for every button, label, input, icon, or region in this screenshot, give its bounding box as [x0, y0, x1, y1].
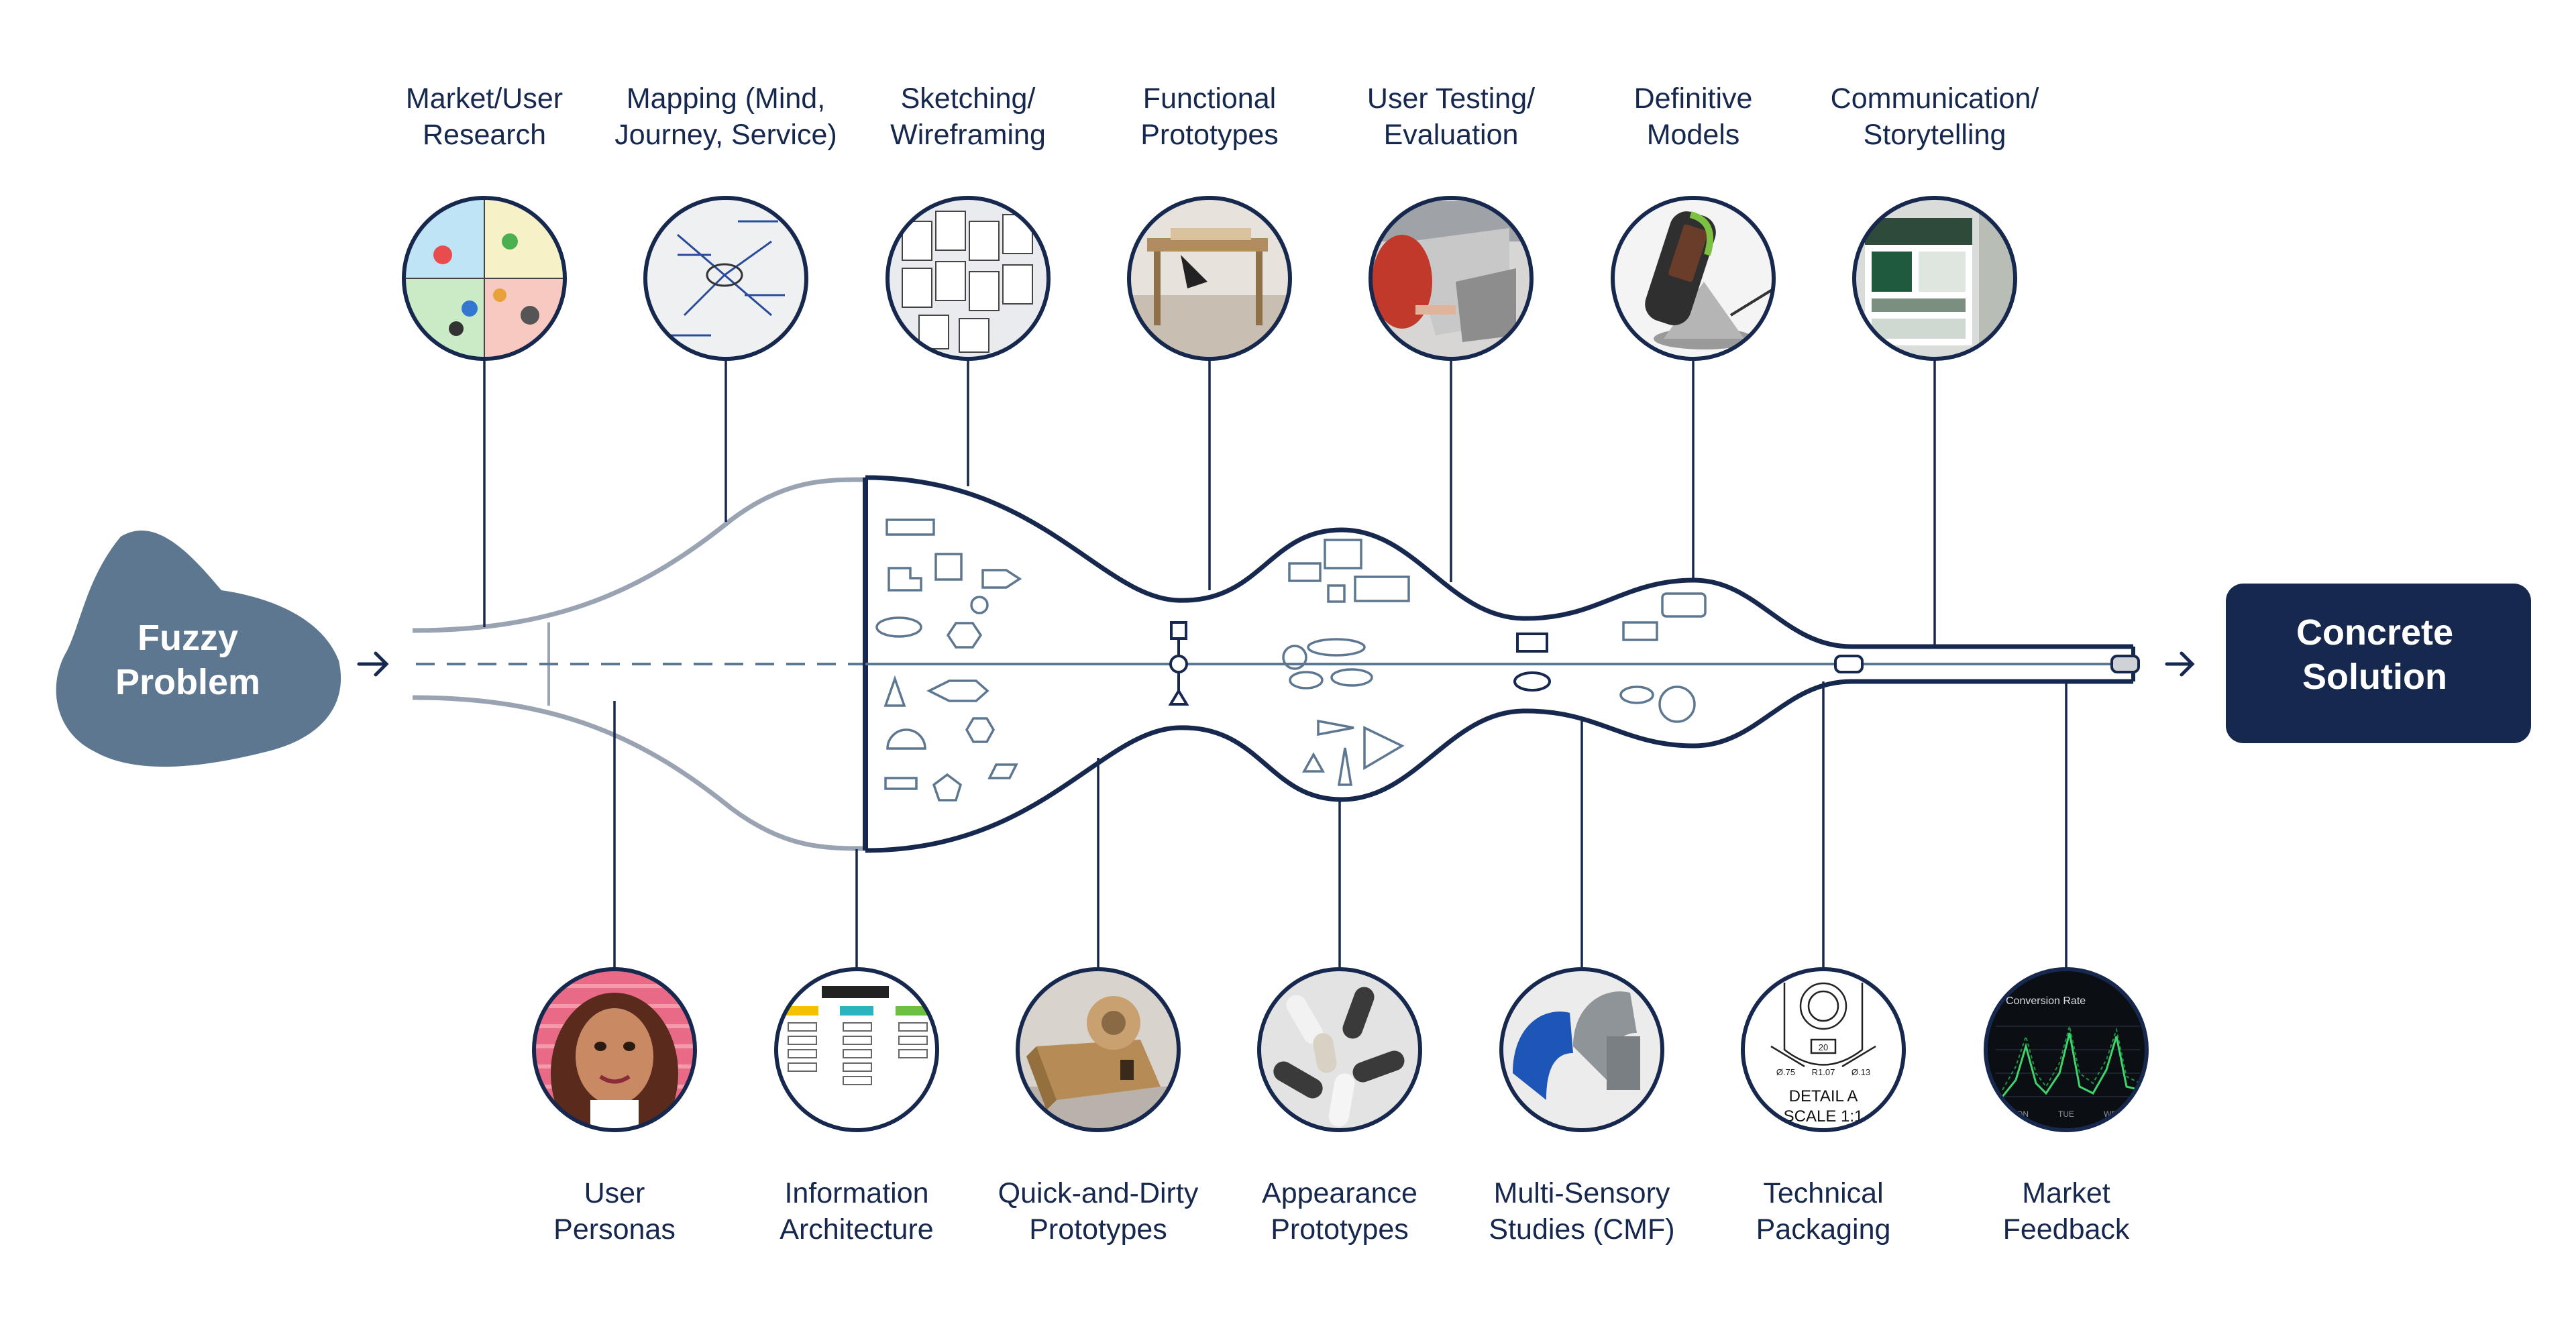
avatar-persona-photo — [534, 969, 695, 1130]
connector-lines — [483, 359, 2068, 969]
stage-user-testing-evaluation: User Testing/ Evaluation — [1366, 83, 1536, 151]
functional-prototype-photo — [1129, 198, 1290, 359]
device-model-photo — [1613, 198, 1774, 359]
stage-multi-sensory-studies: Multi-Sensory Studies (CMF) — [1489, 1177, 1675, 1246]
dim-radius-107: R1.07 — [1812, 1067, 1835, 1077]
axis-tue: TUE — [2058, 1109, 2074, 1119]
stage-market-feedback: Market Feedback — [2002, 1177, 2130, 1246]
fuzzy-problem-blob — [56, 531, 341, 767]
process-outline-bottom — [865, 679, 2133, 853]
process-outline-top — [865, 475, 2133, 649]
fuzzy-problem-label: Fuzzy Problem — [115, 618, 261, 702]
concrete-solution-label: Concrete Solution — [2296, 612, 2454, 697]
center-markers — [1168, 621, 2140, 706]
whiteboard-mindmap-photo — [645, 198, 806, 359]
research-funnel-top — [412, 477, 866, 633]
poster-board-photo — [1854, 198, 2015, 359]
dim-20: 20 — [1819, 1042, 1828, 1052]
cmf-samples-photo — [1501, 969, 1662, 1130]
idea-shapes — [875, 518, 1707, 802]
stage-communication-storytelling: Communication/ Storytelling — [1830, 83, 2039, 151]
color-map-photo — [404, 198, 565, 359]
foam-models-photo — [1259, 969, 1420, 1130]
stage-user-personas: User Personas — [553, 1177, 676, 1246]
stage-definitive-models: Definitive Models — [1633, 83, 1753, 151]
dim-diameter-75: Ø.75 — [1776, 1067, 1795, 1077]
user-testing-photo — [1371, 198, 1532, 359]
conversion-rate-title: Conversion Rate — [2006, 995, 2086, 1007]
stage-information-architecture: Information Architecture — [780, 1177, 934, 1246]
wireframe-sketch-photo — [888, 198, 1049, 359]
dim-diameter-13: Ø.13 — [1851, 1067, 1870, 1077]
technical-drawing-photo: 20 Ø.75 R1.07 Ø.13 DETAIL A SCALE 1:1 — [1743, 969, 1904, 1130]
stage-functional-prototypes: Functional Prototypes — [1140, 83, 1279, 151]
input-arrow — [357, 651, 389, 677]
stage-appearance-prototypes: Appearance Prototypes — [1262, 1177, 1417, 1246]
sitemap-chart-photo — [776, 969, 937, 1130]
research-funnel-bottom — [412, 695, 866, 851]
stage-mapping: Mapping (Mind, Journey, Service) — [614, 83, 837, 151]
detail-a-text: DETAIL A — [1789, 1087, 1858, 1105]
top-circle-borders — [402, 196, 2017, 361]
stage-market-user-research: Market/User Research — [405, 83, 564, 151]
concrete-solution-box — [2226, 584, 2531, 743]
stage-technical-packaging: Technical Packaging — [1756, 1177, 1891, 1246]
output-arrow — [2165, 651, 2195, 677]
bottom-circle-borders — [532, 967, 2149, 1132]
stage-quick-and-dirty-prototypes: Quick-and-Dirty Prototypes — [998, 1177, 1199, 1246]
scale-text: SCALE 1:1 — [1784, 1107, 1864, 1125]
stage-sketching-wireframing: Sketching/ Wireframing — [890, 83, 1046, 151]
